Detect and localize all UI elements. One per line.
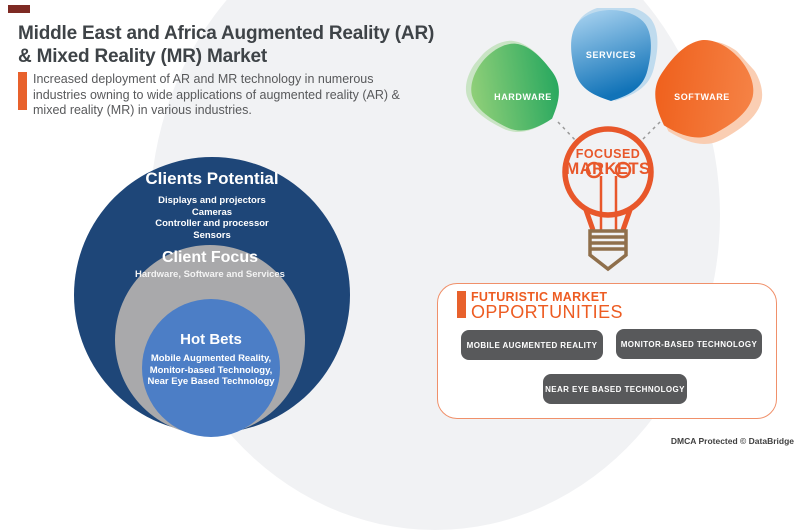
opportunities-heading-line2: OPPORTUNITIES [471,302,623,322]
hot-bets-circle: Hot Bets Mobile Augmented Reality, Monit… [142,299,280,437]
venn-item: Hardware, Software and Services [135,269,285,280]
services-pick [571,10,651,101]
services-label: SERVICES [585,50,637,60]
client-focus-items: Hardware, Software and Services [115,269,305,281]
page-title-line2: & Mixed Reality (MR) Market [18,46,268,67]
venn-diagram: Clients Potential Displays and projector… [74,157,350,437]
opportunity-chip-monitor-based: MONITOR-BASED TECHNOLOGY [611,329,762,366]
hot-bets-items: Mobile Augmented Reality, Monitor-based … [142,353,280,388]
opportunities-heading-line1: FUTURISTIC MARKET [471,290,608,304]
hot-bets-title: Hot Bets [180,331,242,348]
venn-item: Sensors [193,229,231,241]
venn-item: Displays and projectors [158,195,266,206]
market-description-block: Increased deployment of AR and MR techno… [18,72,414,119]
market-description: Increased deployment of AR and MR techno… [33,72,400,117]
corner-mark [8,5,30,13]
hardware-pick [471,43,559,131]
hardware-label: HARDWARE [494,92,552,102]
page-title-line1: Middle East and Africa Augmented Reality… [18,23,435,44]
focused-markets-line1: FOCUSED [575,147,641,161]
venn-item: Cameras [191,206,233,218]
dashed-connector-right [639,121,661,143]
clients-potential-title: Clients Potential [145,169,279,188]
dashed-connector-left [557,121,578,143]
opportunity-chip-mobile-ar: MOBILE AUGMENTED REALITY [456,330,603,367]
venn-item: Near Eye Based Technology [147,376,275,387]
focused-markets-line2: MARKETS [565,160,651,178]
bulb-filament [585,161,632,230]
opportunity-chip-near-eye: NEAR EYE BASED TECHNOLOGY [538,374,687,411]
page-title: Middle East and Africa Augmented Reality… [18,22,508,68]
software-pick [655,40,754,138]
bulb-neck-right [620,209,633,231]
venn-item: Mobile Augmented Reality, [150,353,272,364]
bulb-base [588,229,628,272]
venn-item: Controller and processor [155,218,269,229]
client-focus-title: Client Focus [161,249,258,266]
clients-potential-items: Displays and projectors Cameras Controll… [74,195,350,241]
software-shape [655,40,763,144]
services-shape [571,8,658,101]
opportunities-accent-bar [457,291,466,318]
venn-item: Monitor-based Technology, [149,364,273,376]
bulb-neck-left [583,209,596,231]
lightbulb-icon [557,121,661,272]
description-accent-bar [18,72,27,110]
hardware-shape [465,40,559,132]
focused-markets-label: FOCUSED MARKETS [548,148,668,178]
dmca-credit: DMCA Protected © DataBridge [670,436,794,446]
software-label: SOFTWARE [674,92,730,102]
bulb-ring [562,126,654,218]
opportunities-panel: FUTURISTIC MARKET OPPORTUNITIES MOBILE A… [437,283,777,419]
